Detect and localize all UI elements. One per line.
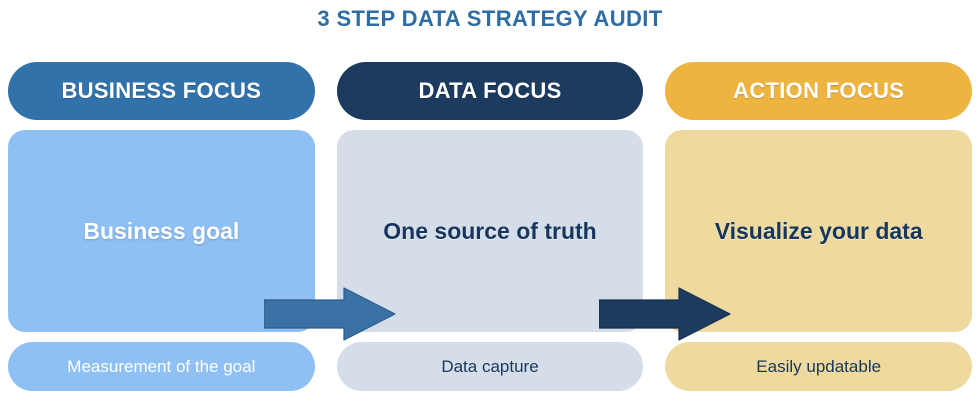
step-footer-easily-updatable[interactable]: Easily updatable <box>665 342 973 391</box>
step-header-action-focus[interactable]: ACTION FOCUS <box>665 62 973 120</box>
step-footer-data-capture[interactable]: Data capture <box>336 342 644 391</box>
step-body-one-source-of-truth[interactable]: One source of truth <box>336 130 644 332</box>
step-body-visualize-your-data[interactable]: Visualize your data <box>665 130 973 332</box>
step-header-data-focus[interactable]: DATA FOCUS <box>336 62 644 120</box>
step-header-business-focus[interactable]: BUSINESS FOCUS <box>8 62 315 120</box>
page-title: 3 STEP DATA STRATEGY AUDIT <box>317 6 663 31</box>
step-column-business-focus: BUSINESS FOCUS Business goal Measurement… <box>8 62 315 403</box>
step-column-data-focus: DATA FOCUS One source of truth Data capt… <box>336 62 644 403</box>
step-footer-measurement-of-the-goal[interactable]: Measurement of the goal <box>8 342 315 391</box>
steps-container: BUSINESS FOCUS Business goal Measurement… <box>8 62 973 403</box>
step-body-business-goal[interactable]: Business goal <box>8 130 315 332</box>
step-column-action-focus: ACTION FOCUS Visualize your data Easily … <box>665 62 973 403</box>
